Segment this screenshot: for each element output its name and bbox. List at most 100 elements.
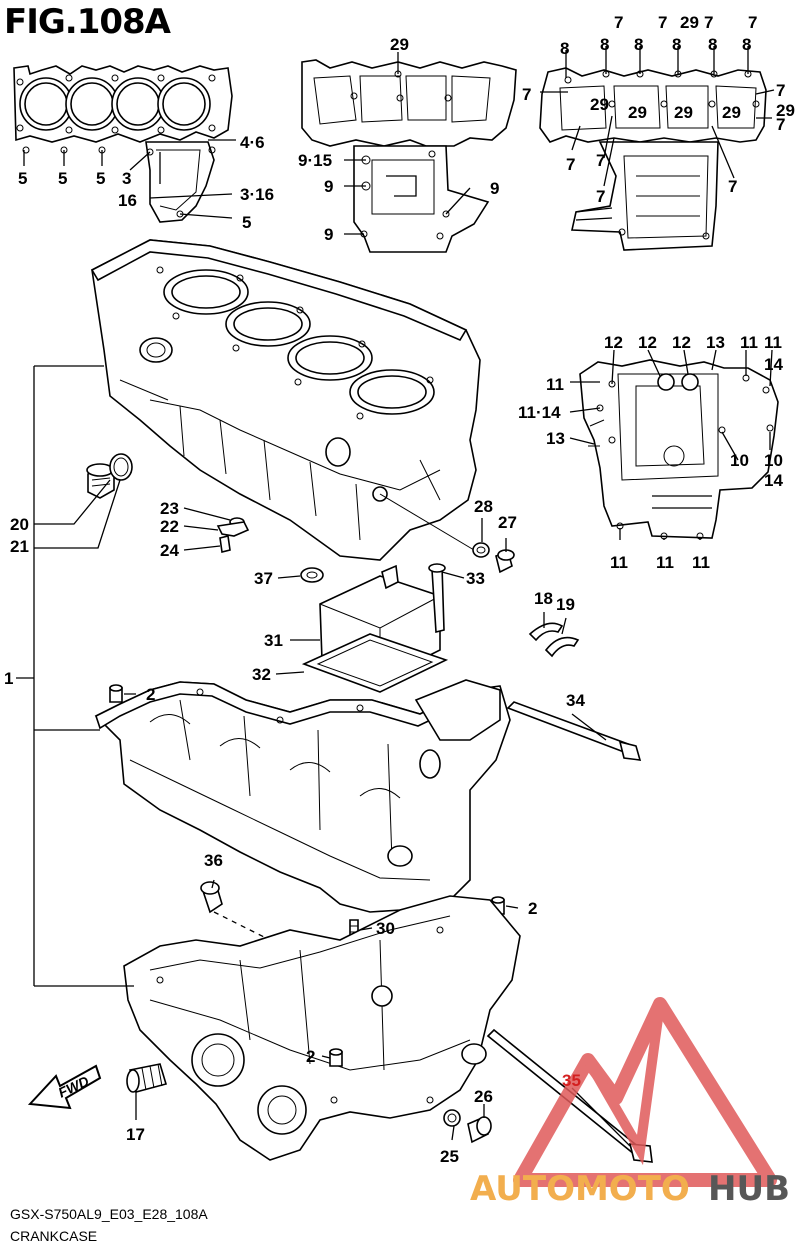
callout-1: 1 <box>4 669 13 688</box>
automotohub-logo: AUTOMOTO HUB <box>470 997 790 1209</box>
callout-13b: 13 <box>546 429 565 448</box>
figure-title: FIG.108A <box>4 2 171 42</box>
callout-12a: 12 <box>604 333 623 352</box>
callout-28: 28 <box>474 497 493 516</box>
middle-crankcase <box>94 679 511 913</box>
dowel-pin-2b <box>491 896 505 915</box>
callout-36: 36 <box>204 851 223 870</box>
fwd-label: FWD <box>56 1073 92 1101</box>
lower-crankcase <box>123 895 521 1161</box>
callout-31: 31 <box>264 631 283 650</box>
callout-14b: 14 <box>764 471 783 490</box>
fwd-arrow: FWD <box>27 1064 102 1110</box>
leader-lines <box>16 46 775 1147</box>
callout-11f: 11 <box>692 553 710 572</box>
callout-915: 9·15 <box>298 151 332 170</box>
callout-7f: 7 <box>566 155 575 174</box>
callout-5a: 5 <box>18 169 27 188</box>
callout-1114: 11·14 <box>518 403 561 422</box>
callout-24: 24 <box>160 541 179 560</box>
callout-9c: 9 <box>324 225 333 244</box>
callout-11e: 11 <box>656 553 674 572</box>
callout-22: 22 <box>160 517 179 536</box>
thrust-bearings-18-19 <box>528 622 580 658</box>
callout-9b: 9 <box>490 179 499 198</box>
callout-7h: 7 <box>596 187 605 206</box>
callout-8d: 8 <box>672 35 681 54</box>
callout-7c: 7 <box>704 13 713 32</box>
callout-29b: 29 <box>590 95 609 114</box>
callout-33: 33 <box>466 569 485 588</box>
callout-7d: 7 <box>748 13 757 32</box>
callout-25: 25 <box>440 1147 459 1166</box>
callout-11c: 11 <box>546 375 564 394</box>
callout-29f: 29 <box>776 101 795 120</box>
callout-10b: 10 <box>764 451 783 470</box>
callout-46: 4·6 <box>240 133 265 152</box>
callout-316: 3·16 <box>240 185 274 204</box>
callout-8a: 8 <box>560 39 569 58</box>
drain-bolt-27-washer-28 <box>472 542 515 574</box>
callout-11d: 11 <box>610 553 628 572</box>
callout-7i: 7 <box>728 177 737 196</box>
callout-21: 21 <box>10 537 29 556</box>
callout-29a: 29 <box>680 13 699 32</box>
callout-5c: 5 <box>96 169 105 188</box>
inset-crankcase-underside-view <box>539 67 767 251</box>
callout-2a: 2 <box>146 685 155 704</box>
dowel-pin-2a <box>109 684 123 703</box>
callout-13a: 13 <box>706 333 725 352</box>
figure-name: CRANKCASE <box>10 1228 98 1244</box>
bolt-34 <box>506 701 642 761</box>
inset-lower-case-view <box>579 359 779 540</box>
logo-text-main: AUTOMOTO <box>470 1169 690 1209</box>
callout-11b: 11 <box>764 333 782 352</box>
gasket-32 <box>301 633 449 693</box>
callout-7e: 7 <box>522 85 531 104</box>
callout-8e: 8 <box>708 35 717 54</box>
bolt-33 <box>428 563 446 634</box>
logo-text-accent: HUB <box>708 1169 790 1209</box>
callout-14a: 14 <box>764 355 783 374</box>
upper-crankcase <box>90 239 481 561</box>
callout-5b: 5 <box>58 169 67 188</box>
callout-8b: 8 <box>600 35 609 54</box>
callout-30: 30 <box>376 919 395 938</box>
callout-7a: 7 <box>614 13 623 32</box>
callout-8c: 8 <box>634 35 643 54</box>
callout-18: 18 <box>534 589 553 608</box>
inset-cylinder-top-view <box>13 65 233 223</box>
callout-34: 34 <box>566 691 585 710</box>
callout-8f: 8 <box>742 35 751 54</box>
o-ring-21 <box>109 453 133 481</box>
callout-5d: 5 <box>242 213 251 232</box>
callout-23: 23 <box>160 499 179 518</box>
callout-27: 27 <box>498 513 517 532</box>
oil-plug-20 <box>86 463 115 499</box>
callout-29d: 29 <box>674 103 693 122</box>
callout-29e: 29 <box>722 103 741 122</box>
oil-jet-assembly-22-24 <box>216 517 250 553</box>
callout-2b: 2 <box>528 899 537 918</box>
callout-7g: 7 <box>596 151 605 170</box>
callout-10a: 10 <box>730 451 749 470</box>
callout-3: 3 <box>122 169 131 188</box>
callout-7b: 7 <box>658 13 667 32</box>
callout-12b: 12 <box>638 333 657 352</box>
callout-37: 37 <box>254 569 273 588</box>
callout-19: 19 <box>556 595 575 614</box>
callout-7k: 7 <box>776 115 785 134</box>
figure-code: GSX-S750AL9_E03_E28_108A <box>10 1206 208 1222</box>
callout-11a: 11 <box>740 333 758 352</box>
grommet-37 <box>300 567 324 583</box>
callout-20: 20 <box>10 515 29 534</box>
callout-9a: 9 <box>324 177 333 196</box>
washer-25-plug-26 <box>443 1109 492 1144</box>
callout-26: 26 <box>474 1087 493 1106</box>
callout-17: 17 <box>126 1125 145 1144</box>
dowel-pin-2c <box>329 1048 343 1067</box>
callout-29c: 29 <box>628 103 647 122</box>
inset-crankcase-top-view <box>301 59 517 253</box>
